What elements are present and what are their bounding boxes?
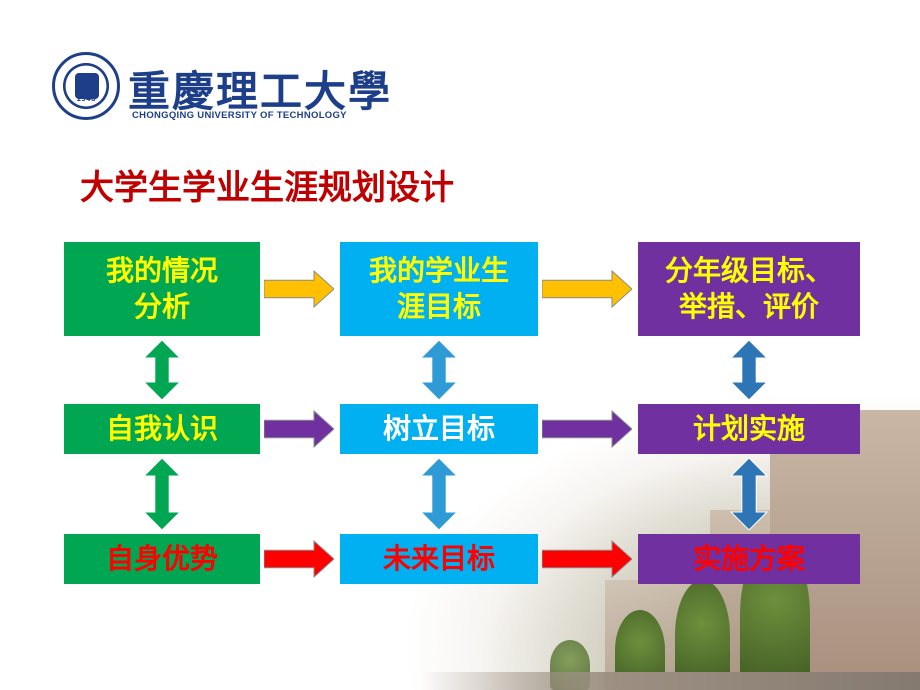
- right-arrow-icon: [264, 409, 334, 449]
- slide-title: 大学生学业生涯规划设计: [80, 168, 454, 208]
- right-arrow-icon: [542, 539, 632, 579]
- flow-box-label: 自身优势: [105, 541, 218, 575]
- up-down-arrow-shape: [729, 458, 769, 530]
- flow-box-label: 实施方案: [692, 541, 805, 575]
- right-arrow-icon: [264, 539, 334, 579]
- university-seal-logo: 1940: [52, 52, 120, 120]
- up-down-arrow-icon: [419, 458, 459, 530]
- flow-box-r1-c0: 自我认识: [64, 404, 260, 454]
- right-arrow-shape: [542, 409, 632, 449]
- flow-box-label: 分年级目标、 举措、评价: [664, 253, 833, 323]
- flow-box-label: 自我认识: [105, 411, 218, 445]
- up-down-arrow-icon: [419, 340, 459, 400]
- flow-box-r2-c0: 自身优势: [64, 534, 260, 584]
- up-down-arrow-icon: [142, 458, 182, 530]
- right-arrow-shape: [264, 269, 334, 309]
- flow-box-r0-c1: 我的学业生 涯目标: [340, 242, 538, 336]
- flow-box-label: 树立目标: [382, 411, 495, 445]
- up-down-arrow-shape: [729, 340, 769, 400]
- right-arrow-shape: [264, 409, 334, 449]
- flow-box-r2-c2: 实施方案: [638, 534, 860, 584]
- flow-box-r2-c1: 未来目标: [340, 534, 538, 584]
- flow-box-r0-c0: 我的情况 分析: [64, 242, 260, 336]
- seal-center-emblem: [75, 73, 99, 99]
- road-shape: [420, 672, 920, 690]
- flow-box-r1-c1: 树立目标: [340, 404, 538, 454]
- flow-box-r1-c2: 计划实施: [638, 404, 860, 454]
- up-down-arrow-icon: [729, 340, 769, 400]
- up-down-arrow-shape: [142, 340, 182, 400]
- university-name-cn: 重慶理工大學: [128, 67, 393, 116]
- right-arrow-shape: [542, 539, 632, 579]
- seal-year: 1940: [76, 95, 96, 103]
- flow-box-label: 未来目标: [382, 541, 495, 575]
- up-down-arrow-icon: [729, 458, 769, 530]
- right-arrow-shape: [264, 539, 334, 579]
- flow-box-r0-c2: 分年级目标、 举措、评价: [638, 242, 860, 336]
- flow-box-label: 计划实施: [692, 411, 805, 445]
- right-arrow-shape: [542, 269, 632, 309]
- up-down-arrow-shape: [419, 340, 459, 400]
- right-arrow-icon: [264, 269, 334, 309]
- right-arrow-icon: [542, 269, 632, 309]
- flow-box-label: 我的情况 分析: [105, 253, 218, 323]
- right-arrow-icon: [542, 409, 632, 449]
- university-name-en: CHONGQING UNIVERSITY OF TECHNOLOGY: [132, 110, 347, 121]
- up-down-arrow-shape: [419, 458, 459, 530]
- up-down-arrow-icon: [142, 340, 182, 400]
- up-down-arrow-shape: [142, 458, 182, 530]
- flow-box-label: 我的学业生 涯目标: [368, 253, 509, 323]
- tree-shape: [675, 580, 730, 690]
